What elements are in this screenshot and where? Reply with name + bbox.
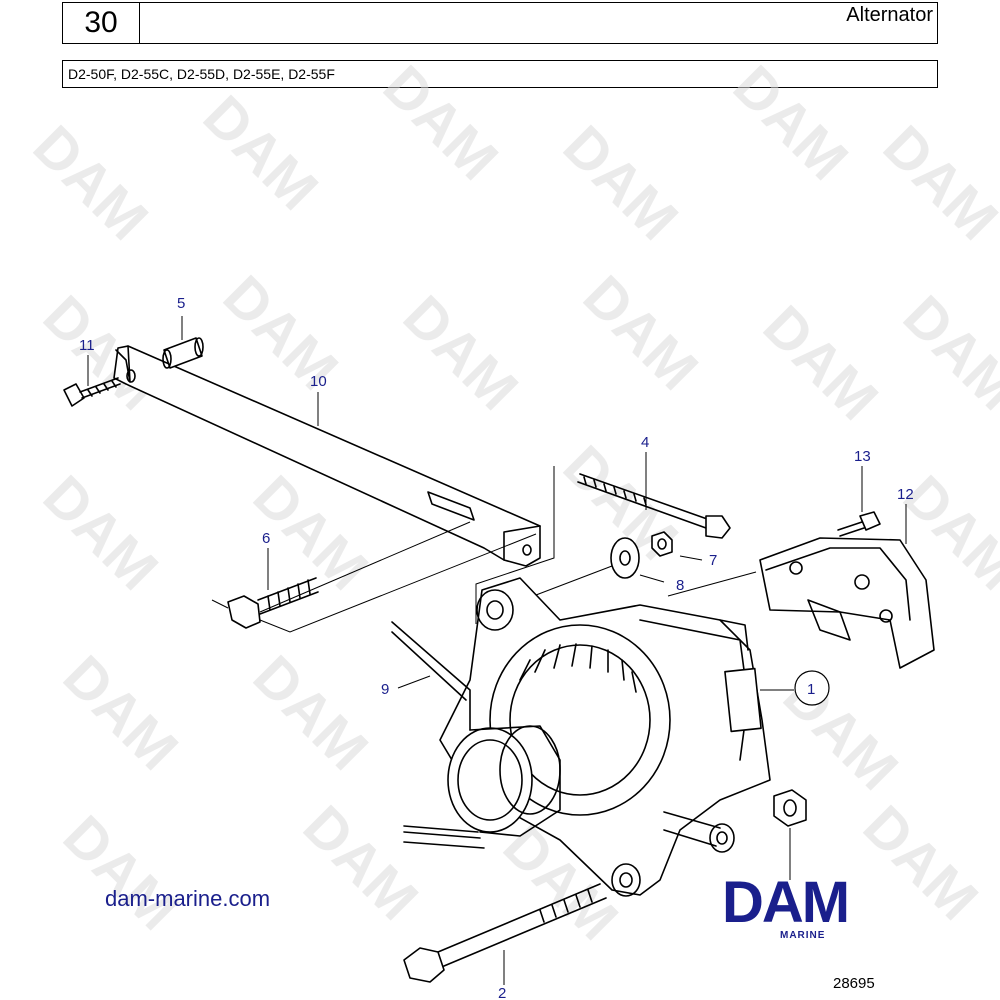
watermark-text: DAM	[191, 83, 330, 222]
callout-9: 9	[381, 681, 389, 698]
callout-11: 11	[79, 337, 95, 354]
section-number: 30	[63, 3, 140, 43]
watermark-text: DAM	[391, 283, 530, 422]
callout-1: 1	[807, 681, 815, 698]
page-title: Alternator	[846, 4, 933, 26]
callout-2: 2	[498, 985, 506, 1000]
drawing-number: 28695	[833, 975, 875, 992]
callout-circle-1	[794, 670, 830, 706]
callout-labels: 1 2 4 5 6 7 8 9 10 11 12 13	[79, 295, 914, 1000]
bolt-13	[837, 511, 881, 537]
bolt-6	[227, 577, 319, 629]
callout-8: 8	[676, 577, 684, 594]
model-list: D2-50F, D2-55C, D2-55D, D2-55E, D2-55F	[68, 66, 335, 82]
leader-lines	[87, 316, 907, 985]
website-link[interactable]: dam-marine.com	[105, 886, 271, 911]
bolt-11	[63, 377, 121, 407]
watermark-text: DAM	[51, 803, 190, 942]
watermark-text: DAM	[721, 53, 860, 192]
watermark-text: DAM	[211, 263, 350, 402]
tension-bracket	[113, 345, 541, 567]
callout-13: 13	[854, 448, 871, 465]
watermark-text: DAM	[371, 53, 510, 192]
watermark-text: DAM	[241, 643, 380, 782]
drive-belt	[391, 621, 485, 849]
watermark-text: DAM	[851, 793, 990, 932]
bolt-2	[403, 883, 607, 983]
watermark-text: DAM	[871, 113, 1000, 252]
watermark-text: DAM	[31, 283, 170, 422]
watermark-text: DAM	[571, 263, 710, 402]
callout-7: 7	[709, 552, 717, 569]
bolt-4	[577, 473, 731, 539]
pulley	[447, 725, 561, 837]
watermark-text: DAM	[771, 663, 910, 802]
watermark-text: DAM	[891, 283, 1000, 422]
bracket-12	[759, 537, 935, 669]
spacer-sleeve	[162, 337, 204, 369]
flange-nut	[773, 789, 807, 827]
logo-text: DAM	[722, 870, 848, 935]
washer-8	[610, 537, 640, 579]
nut-7	[651, 531, 673, 557]
dam-logo: DAM	[722, 870, 850, 935]
watermark-text: DAM	[751, 293, 890, 432]
callout-12: 12	[897, 486, 914, 503]
watermark-text: DAM	[21, 113, 160, 252]
alternator	[439, 577, 771, 897]
watermark-text: DAM	[291, 793, 430, 932]
header-bar: 30 Alternator	[62, 2, 938, 44]
callout-6: 6	[262, 530, 270, 547]
callout-10: 10	[310, 373, 327, 390]
models-bar: D2-50F, D2-55C, D2-55D, D2-55E, D2-55F	[62, 60, 938, 88]
watermark-text: DAM	[51, 643, 190, 782]
watermark-text: DAM	[551, 113, 690, 252]
logo-subtext: MARINE	[780, 930, 826, 941]
watermark-text: DAM	[31, 463, 170, 602]
callout-4: 4	[641, 434, 649, 451]
callout-5: 5	[177, 295, 185, 312]
